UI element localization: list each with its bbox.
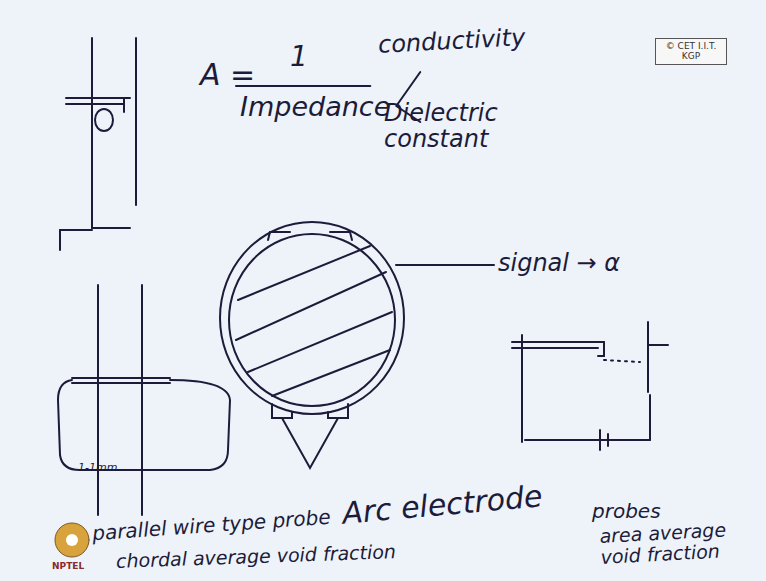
- electrode-label: Arc electrode: [341, 479, 544, 529]
- denominator: Impedance: [240, 92, 390, 122]
- watermark: NPTEL: [52, 562, 84, 572]
- dimension: 1-1mm: [78, 462, 117, 474]
- signal-label: signal → α: [498, 250, 620, 276]
- numerator: 1: [290, 42, 308, 73]
- void-fraction-label: chordal average void fraction: [116, 541, 397, 572]
- probe-label: parallel wire type probe: [92, 506, 332, 545]
- copyright-box: © CET I.I.T. KGP: [655, 38, 727, 65]
- equation-text: A =: [200, 58, 255, 91]
- property-label: Dielectric constant: [384, 100, 524, 153]
- box-text: © CET I.I.T. KGP: [660, 41, 722, 62]
- property-label: conductivity: [377, 24, 525, 58]
- void-fraction-label: area average void fraction: [599, 518, 751, 568]
- probe-label: probes: [592, 500, 661, 522]
